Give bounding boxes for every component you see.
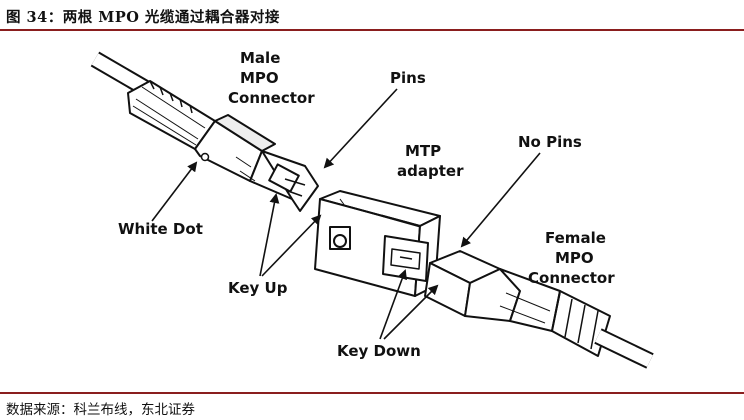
- title-divider: [0, 29, 744, 31]
- male-label-line2: MPO: [240, 69, 279, 87]
- mpo-diagram: Male MPO Connector Pins MTP adapter No P…: [90, 49, 654, 369]
- male-label-line1: Male: [240, 49, 280, 67]
- no-pins-arrow: [460, 152, 541, 248]
- mtp-label-line2: adapter: [397, 162, 464, 180]
- figure-source: 数据来源：科兰布线，东北证券: [6, 402, 195, 418]
- no-pins-label: No Pins: [518, 133, 582, 151]
- figure-title: 图 34：两根 MPO 光缆通过耦合器对接: [6, 9, 280, 26]
- white-dot-arrow: [151, 161, 198, 222]
- male-connector: [127, 80, 319, 212]
- female-label-line3: Connector: [528, 269, 615, 287]
- female-connector: [424, 250, 611, 357]
- white-dot-marker: [200, 152, 210, 162]
- leader-lines: [151, 88, 541, 340]
- key-down-arrow-1: [379, 269, 407, 340]
- source-divider: [0, 392, 744, 394]
- key-down-arrow-2: [383, 284, 439, 340]
- pins-arrow: [323, 88, 398, 169]
- pins-label: Pins: [390, 69, 426, 87]
- mtp-adapter: [314, 190, 441, 297]
- female-label-line1: Female: [545, 229, 606, 247]
- key-down-label: Key Down: [337, 342, 421, 360]
- key-up-arrow-1: [259, 193, 280, 277]
- key-up-label: Key Up: [228, 279, 288, 297]
- key-up-arrow-2: [261, 214, 322, 277]
- female-label-line2: MPO: [555, 249, 594, 267]
- female-cable: [594, 328, 654, 369]
- male-label-line3: Connector: [228, 89, 315, 107]
- white-dot-label: White Dot: [118, 220, 203, 238]
- mtp-label-line1: MTP: [405, 142, 441, 160]
